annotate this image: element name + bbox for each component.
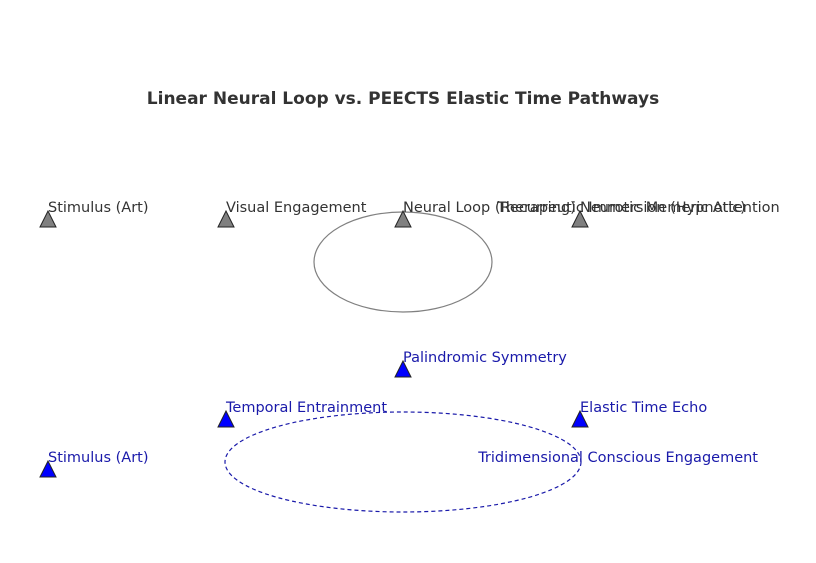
- linear-node-marker-2: [217, 209, 235, 228]
- diagram-title: Linear Neural Loop vs. PEECTS Elastic Ti…: [147, 89, 659, 109]
- linear-node-label-3: Neural Loop (Recurring): [403, 200, 576, 216]
- linear-node-label-2: Visual Engagement: [226, 200, 367, 216]
- peects-node-label-2: Temporal Entrainment: [225, 400, 387, 416]
- peects-node-marker-3: [394, 359, 412, 378]
- peects-node-label-1: Stimulus (Art): [48, 450, 149, 466]
- peects-pathway: Stimulus (Art) Temporal Entrainment Palind…: [39, 350, 758, 478]
- linear-node-label-1: Stimulus (Art): [48, 200, 149, 216]
- linear-node-marker-5: [571, 209, 589, 228]
- peects-node-marker-2: [217, 409, 235, 428]
- linear-node-label-5: Neurotic Memeric Attention: [580, 200, 780, 216]
- linear-node-label-4: Therapeutic Immersion (Hypnotic): [496, 200, 746, 216]
- peects-node-marker-1: [39, 459, 57, 478]
- peects-elastic-loop: [224, 411, 582, 513]
- linear-pathway: Stimulus (Art) Visual Engagement Neural Lo…: [39, 200, 780, 228]
- peects-node-label-4: Elastic Time Echo: [580, 400, 707, 416]
- peects-node-marker-4: [571, 409, 589, 428]
- linear-node-marker-1: [39, 209, 57, 228]
- linear-node-marker-3: [394, 209, 412, 228]
- peects-node-label-5: Tridimensional Conscious Engagement: [477, 450, 758, 466]
- peects-node-label-3: Palindromic Symmetry: [403, 350, 567, 366]
